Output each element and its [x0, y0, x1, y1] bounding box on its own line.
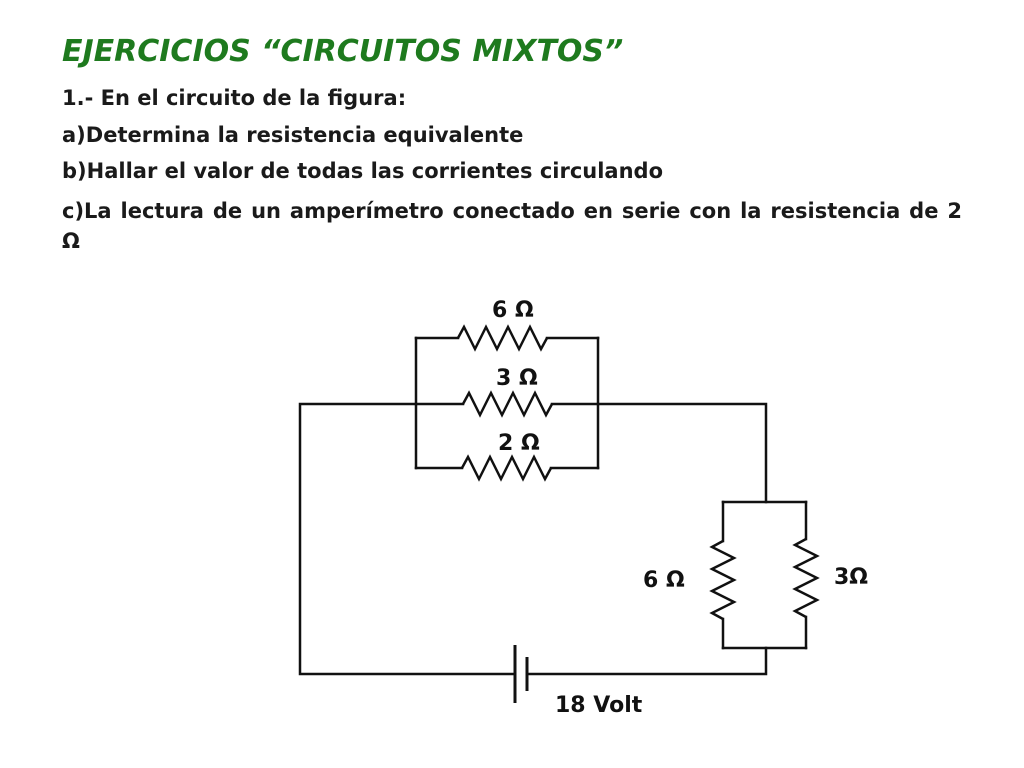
resistor-label-2-ohm-top: 2 Ω	[498, 431, 540, 456]
battery-voltage-label: 18 Volt	[555, 693, 643, 718]
question-a: a)Determina la resistencia equivalente	[62, 123, 524, 147]
problem-intro: 1.- En el circuito de la figura:	[62, 86, 407, 110]
resistor-label-3-ohm-bottom: 3Ω	[834, 565, 868, 590]
resistor-6-ohm-top	[414, 324, 600, 352]
resistor-3-ohm-top	[414, 390, 600, 418]
resistor-6-ohm-bottom	[709, 500, 737, 650]
resistor-label-3-ohm-top: 3 Ω	[496, 366, 538, 391]
wire-right-bottom	[525, 646, 768, 676]
resistor-3-ohm-bottom	[792, 500, 820, 650]
resistor-label-6-ohm-top: 6 Ω	[492, 298, 534, 323]
resistor-2-ohm-top	[414, 454, 600, 482]
slide-title: EJERCICIOS “CIRCUITOS MIXTOS”	[62, 34, 624, 69]
resistor-label-6-ohm-bottom: 6 Ω	[643, 568, 685, 593]
question-b: b)Hallar el valor de todas las corriente…	[62, 159, 664, 183]
wire-right-top	[596, 402, 768, 504]
battery-symbol	[513, 645, 529, 703]
question-c: c)La lectura de un amperímetro conectado…	[62, 199, 962, 253]
wire-left-top	[298, 402, 517, 676]
